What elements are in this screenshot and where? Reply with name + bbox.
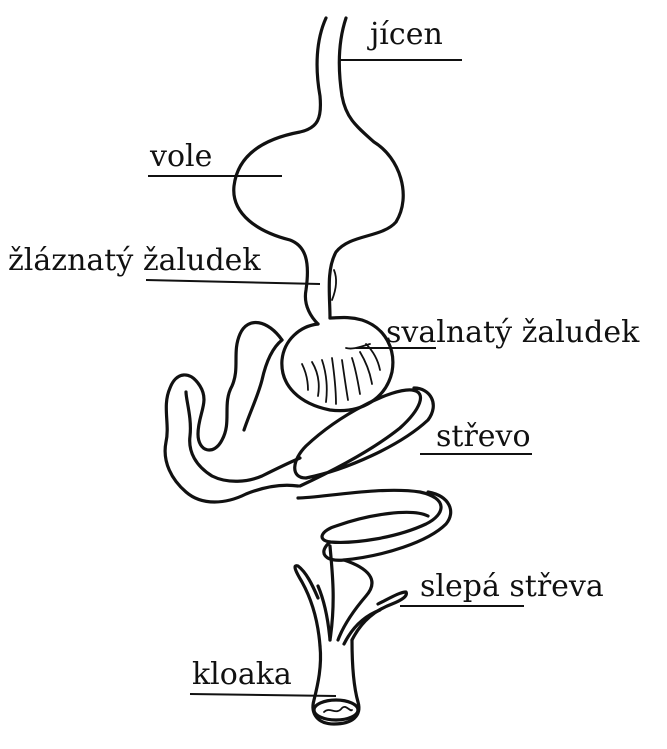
- esophagus-and-crop-outline-right: [329, 18, 403, 318]
- proventriculus-detail: [332, 270, 336, 300]
- intestine-left-coil: [165, 323, 298, 502]
- intestine-zigzag-lower: [324, 492, 451, 560]
- label-zlaznaty-zaludek: žláznatý žaludek: [8, 246, 261, 276]
- label-jicen: jícen: [370, 20, 443, 50]
- esophagus-and-crop-outline: [234, 18, 326, 324]
- label-vole: vole: [150, 142, 212, 172]
- leader-zlaznaty-zaludek: [146, 280, 320, 284]
- intestine-left-coil-inner-2: [244, 340, 282, 430]
- label-kloaka: kloaka: [192, 660, 292, 690]
- cloaca-opening-folds: [324, 707, 352, 712]
- label-strevo: střevo: [436, 422, 531, 452]
- gizzard-folds: [302, 344, 380, 404]
- gizzard-outline: [282, 318, 393, 411]
- label-svalnaty-zaludek: svalnatý žaludek: [386, 318, 639, 348]
- caecum-left: [295, 566, 320, 646]
- intestine-zigzag-outer: [295, 388, 434, 486]
- intestine-zigzag-mid: [298, 490, 441, 542]
- intestine-descending-2: [330, 546, 333, 640]
- caecum-right: [352, 592, 406, 640]
- label-slepa-streva: slepá střeva: [420, 572, 604, 602]
